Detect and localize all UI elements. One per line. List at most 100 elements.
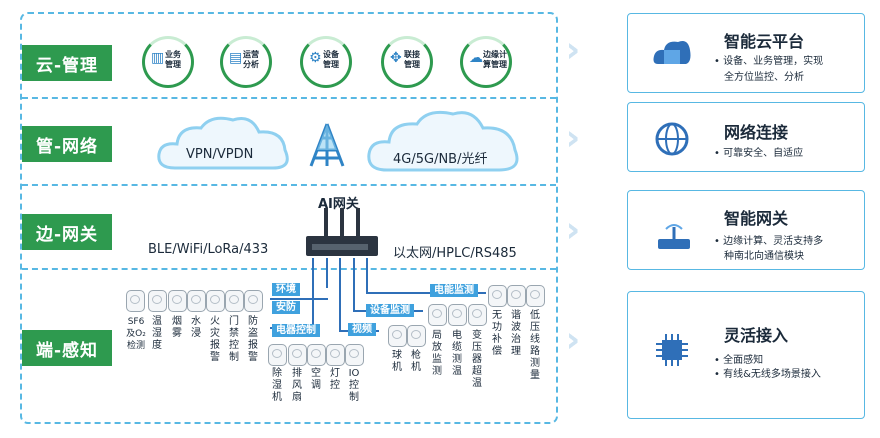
- tag-power-monitor: 电能监测: [430, 284, 478, 297]
- panel-line: • 设备、业务管理，实现: [714, 56, 824, 67]
- panel-access: 灵活接入 • 全面感知 • 有线&无线多场景接入: [627, 291, 865, 419]
- panel-line: • 全面感知: [714, 355, 764, 366]
- panel-title: 智能网关: [724, 209, 789, 228]
- panel-network: 网络连接 • 可靠安全、自适应: [627, 102, 865, 172]
- panel-line: • 有线&无线多场景接入: [714, 369, 821, 380]
- camera-icon: [407, 325, 426, 347]
- panel-line: • 可靠安全、自适应: [714, 148, 804, 159]
- panel-title: 灵活接入: [724, 326, 789, 345]
- cloud-item-line1: 业务: [165, 50, 181, 59]
- cloud-item-line2: 管理: [404, 60, 420, 69]
- device-icon: [288, 344, 307, 366]
- device-label: 空调: [311, 368, 321, 391]
- connector-line: [366, 292, 486, 294]
- device-label: 温湿度: [152, 316, 162, 351]
- device-label: 水浸: [191, 316, 201, 339]
- device-label: 排风扇: [292, 368, 302, 403]
- panel-title: 智能云平台: [724, 32, 805, 51]
- globe-icon: [655, 122, 689, 156]
- device-label: 枪机: [411, 350, 421, 373]
- cloud-label-cellular: 4G/5G/NB/光纤: [393, 152, 488, 167]
- device-label: IO控制: [348, 368, 360, 403]
- device-label: 变压器超温: [472, 330, 482, 389]
- layer-label-cloud: 云-管理: [22, 45, 112, 81]
- monitor-icon: [448, 304, 467, 326]
- cloud-item-edge-compute[interactable]: ☁ 边缘计算管理: [460, 36, 512, 88]
- cloud-item-operations[interactable]: ▤ 运营分析: [220, 36, 272, 88]
- cloud-compute-icon: ☁: [469, 50, 483, 66]
- layer-separator: [22, 97, 556, 99]
- layer-label-terminal: 端-感知: [22, 330, 112, 366]
- cloud-item-line1: 边缘计: [483, 50, 507, 59]
- connector-line: [312, 258, 314, 328]
- device-label: 球机: [392, 350, 402, 373]
- device-label: 除湿机: [272, 368, 282, 403]
- device-label: 局放监测: [432, 330, 442, 377]
- sensor-icon: [148, 290, 167, 312]
- monitor-icon: [468, 304, 487, 326]
- layer-separator: [22, 184, 556, 186]
- device-label: 防盗报警: [248, 316, 258, 363]
- cloud-shape-right: [367, 110, 519, 172]
- analytics-icon: ▤: [229, 50, 243, 66]
- device-label: SF6及O₂检测: [126, 317, 146, 351]
- device-icon: [307, 344, 326, 366]
- cloud-item-business[interactable]: ▥ 业务管理: [142, 36, 194, 88]
- cloud-item-line1: 联接: [404, 50, 420, 59]
- panel-line: • 边缘计算、灵活支持多: [714, 236, 824, 247]
- cloud-item-line2: 管理: [323, 60, 339, 69]
- layer-label-edge: 边-网关: [22, 214, 112, 250]
- sensor-icon: [187, 290, 206, 312]
- gateway-right-protocols: 以太网/HPLC/RS485: [393, 246, 517, 261]
- cloud-item-line2: 分析: [243, 60, 259, 69]
- sensor-icon: [206, 290, 225, 312]
- router-icon: [658, 224, 690, 249]
- tag-security: 安防: [272, 301, 300, 314]
- network-icon: ✥: [390, 50, 402, 66]
- meter-icon: [526, 285, 545, 307]
- cloud-item-line1: 运营: [243, 50, 259, 59]
- device-icon: [326, 344, 345, 366]
- cloud-item-connection[interactable]: ✥ 联接管理: [381, 36, 433, 88]
- device-label: 烟雾: [172, 316, 182, 339]
- connector-line: [339, 258, 341, 332]
- chip-icon: [656, 334, 688, 366]
- connector-line: [353, 258, 355, 312]
- device-label: 灯控: [330, 368, 340, 391]
- tag-device-monitor: 设备监测: [366, 304, 414, 317]
- meter-icon: [507, 285, 526, 307]
- tag-power-control: 电器控制: [272, 324, 320, 337]
- sensor-icon: [225, 290, 244, 312]
- connector-line: [270, 298, 328, 300]
- device-label: 火灾报警: [210, 316, 220, 363]
- gear-icon: ⚙: [309, 50, 322, 66]
- monitor-icon: [428, 304, 447, 326]
- device-icon: [345, 344, 364, 366]
- gateway-device-icon: [306, 208, 378, 256]
- connector-line: [326, 258, 328, 288]
- meter-icon: [488, 285, 507, 307]
- panel-title: 网络连接: [724, 123, 789, 142]
- gateway-left-protocols: BLE/WiFi/LoRa/433: [148, 242, 269, 257]
- device-label: 低压线路测量: [530, 310, 540, 381]
- layer-separator: [22, 268, 556, 270]
- bar-chart-icon: ▥: [151, 50, 165, 66]
- device-label: 门禁控制: [229, 316, 239, 363]
- cloud-item-device[interactable]: ⚙ 设备管理: [300, 36, 352, 88]
- cloud-label-vpn: VPN/VPDN: [186, 147, 254, 162]
- device-label: 电缆测温: [452, 330, 462, 377]
- panel-cloud-platform: 智能云平台 • 设备、业务管理，实现 全方位监控、分析: [627, 13, 865, 93]
- tower-icon: [309, 123, 345, 167]
- tag-environment: 环境: [272, 283, 300, 296]
- cloud-shape-left: [157, 116, 289, 170]
- cloud-item-line1: 设备: [323, 50, 339, 59]
- sensor-icon: [168, 290, 187, 312]
- sensor-icon: [244, 290, 263, 312]
- connector-line: [366, 258, 368, 294]
- panel-gateway: 智能网关 • 边缘计算、灵活支持多 种南北向通信模块: [627, 190, 865, 270]
- architecture-frame: [20, 12, 558, 424]
- gateway-title: AI网关: [318, 197, 359, 212]
- panel-line: 种南北向通信模块: [724, 251, 804, 262]
- layer-label-network: 管-网络: [22, 126, 112, 162]
- cloud-item-line2: 算管理: [483, 60, 507, 69]
